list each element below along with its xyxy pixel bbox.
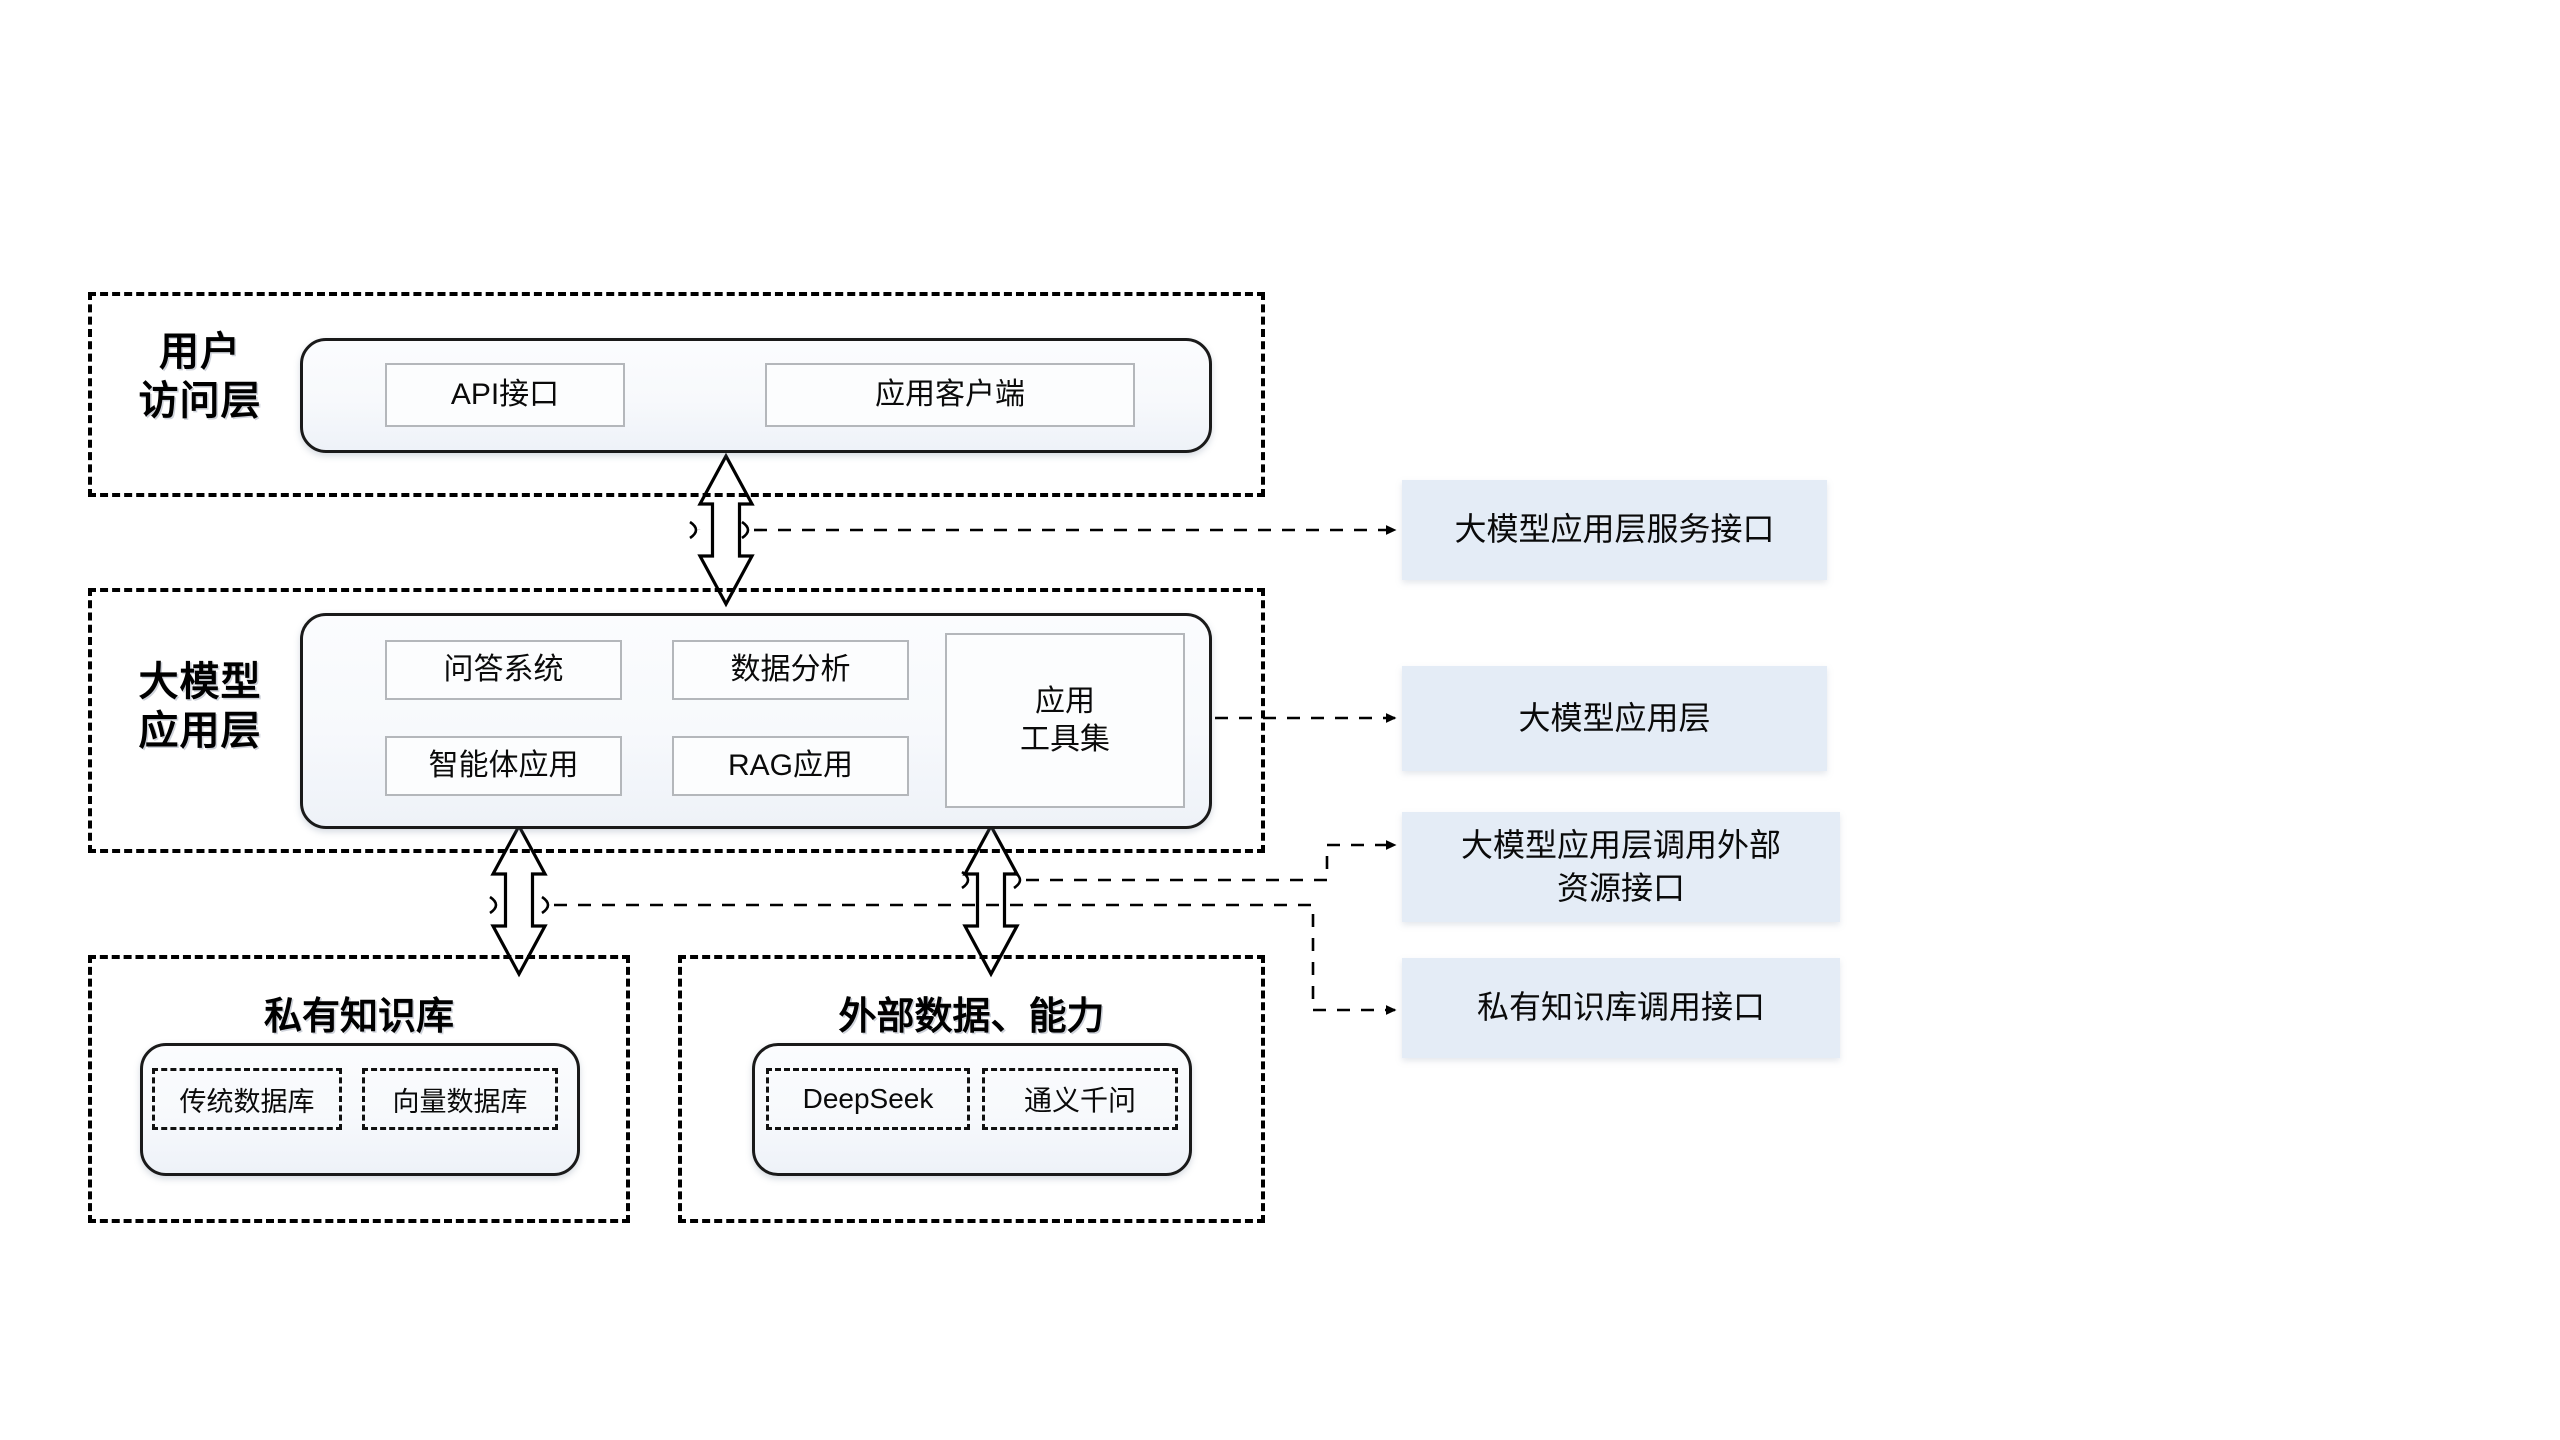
dtile-vector-database[interactable]: 向量数据库 [362,1068,558,1130]
group-private-knowledge-base [88,955,630,1223]
tile-app-toolset[interactable]: 应用 工具集 [945,633,1185,808]
layer-caption-llm-application: 大模型 应用层 [138,660,262,753]
tile-rag-application[interactable]: RAG应用 [672,736,909,796]
dtile-deepseek[interactable]: DeepSeek [766,1068,970,1130]
layer-caption-user-access: 用户 访问层 [138,330,262,423]
chip-private-kb-interface[interactable]: 私有知识库调用接口 [1402,958,1840,1058]
panel-external-data-capability [752,1043,1192,1176]
group-title-external-data-capability: 外部数据、能力 [838,996,1105,1038]
callout-line-service-interface [689,520,1397,540]
tile-qa-system[interactable]: 问答系统 [385,640,622,700]
dtile-traditional-database[interactable]: 传统数据库 [152,1068,342,1130]
dtile-tongyi-qianwen[interactable]: 通义千问 [982,1068,1178,1130]
panel-private-knowledge-base [140,1043,580,1176]
layer-llm-application [88,588,1265,853]
tile-api-interface[interactable]: API接口 [385,363,625,427]
group-title-private-knowledge-base: 私有知识库 [263,996,454,1038]
tile-agent-application[interactable]: 智能体应用 [385,736,622,796]
tile-data-analysis[interactable]: 数据分析 [672,640,909,700]
group-external-data-capability [678,955,1265,1223]
layer-user-access [88,292,1265,497]
chip-llm-app-layer[interactable]: 大模型应用层 [1402,666,1827,771]
chip-service-interface[interactable]: 大模型应用层服务接口 [1402,480,1827,580]
chip-external-resource-interface[interactable]: 大模型应用层调用外部 资源接口 [1402,812,1840,922]
tile-app-client[interactable]: 应用客户端 [765,363,1135,427]
